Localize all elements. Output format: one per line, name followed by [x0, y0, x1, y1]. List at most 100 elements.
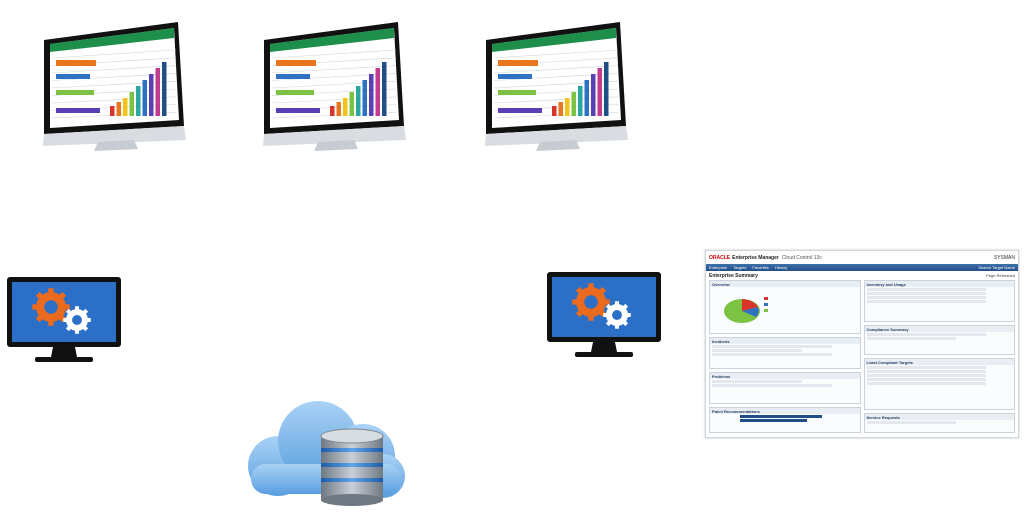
cell-block	[56, 60, 96, 66]
monitor-gear-icon	[547, 272, 661, 357]
chart-bar	[382, 62, 387, 116]
em-row	[712, 380, 802, 383]
gear-hole	[612, 310, 622, 320]
em-row	[712, 349, 802, 352]
em-body: Overview Incidents Problems	[706, 280, 1018, 433]
em-title: Enterprise Manager	[732, 254, 779, 261]
cell-block	[56, 108, 100, 113]
monitor-gear-icon	[7, 277, 121, 362]
gear-hole	[584, 295, 598, 309]
orange-gear-icon	[32, 288, 70, 326]
grid-line	[51, 49, 177, 59]
pie-chart-icon	[724, 297, 768, 323]
monitor-base	[575, 352, 633, 357]
desktop-computer-2	[258, 18, 408, 153]
em-panel-problems: Problems	[709, 372, 861, 404]
monitor-neck	[591, 342, 617, 352]
em-row	[866, 382, 987, 385]
monitor-stand	[314, 140, 358, 151]
chart-bar	[369, 74, 374, 116]
em-panel-header: Compliance Summary	[864, 326, 1014, 332]
em-row	[712, 384, 832, 387]
chart-bar	[155, 68, 160, 116]
grid-line	[271, 49, 397, 59]
em-panel-header: Problems	[710, 373, 860, 379]
monitor-stand	[536, 140, 580, 151]
cell-block	[498, 108, 542, 113]
chart-bar	[558, 102, 563, 116]
em-panel-overview: Overview	[709, 280, 861, 334]
cell-block	[56, 90, 94, 95]
grid-line	[493, 96, 619, 104]
cell-block	[276, 108, 320, 113]
em-row	[866, 300, 987, 303]
em-header: ORACLE Enterprise Manager Cloud Control …	[706, 251, 1018, 264]
em-brand: ORACLE	[709, 254, 731, 261]
chart-bar	[129, 92, 134, 116]
em-panel-compliance: Compliance Summary	[863, 325, 1015, 355]
em-panel-header: Least Compliant Targets	[864, 359, 1014, 365]
em-nav-item: Favorites	[752, 265, 769, 270]
chart-bar	[591, 74, 596, 116]
grid-line	[493, 49, 619, 59]
desktop-computer-1	[38, 18, 188, 153]
em-panel-header: Overview	[710, 281, 860, 287]
em-panel-header: Inventory and Usage	[864, 281, 1014, 287]
white-gear-icon	[63, 306, 91, 334]
chart-bar	[330, 106, 335, 116]
em-refresh: Page Refreshed	[986, 273, 1015, 278]
em-panel-inventory: Inventory and Usage	[863, 280, 1015, 322]
management-monitor-right	[545, 270, 663, 360]
chart-bar	[142, 80, 147, 116]
gear-hole	[72, 315, 82, 325]
cell-block	[276, 74, 310, 79]
em-bar	[740, 419, 808, 422]
em-row	[866, 378, 987, 381]
em-page-title: Enterprise Summary	[709, 272, 758, 279]
database-icon	[320, 428, 384, 506]
chart-bar	[136, 86, 141, 116]
cell-block	[498, 60, 538, 66]
spreadsheet-ribbon	[50, 28, 174, 52]
em-user: SYSMAN	[993, 254, 1015, 261]
grid-line	[493, 65, 619, 74]
chart-bar	[604, 62, 609, 116]
em-panel-header: Service Requests	[864, 414, 1014, 420]
em-panel-least-compliant: Least Compliant Targets	[863, 358, 1015, 410]
chart-bar	[356, 86, 361, 116]
grid-line	[51, 80, 177, 89]
spreadsheet-ribbon	[270, 28, 394, 52]
em-panel-header: Patch Recommendations	[710, 408, 860, 414]
desktop-spreadsheet-icon	[485, 22, 628, 151]
grid-line	[271, 73, 397, 81]
chart-bar	[343, 98, 348, 116]
em-panel-service-requests: Service Requests	[863, 413, 1015, 433]
chart-bar	[597, 68, 602, 116]
grid-line	[51, 96, 177, 104]
em-row	[866, 288, 987, 291]
cell-block	[276, 60, 316, 66]
chart-bar	[116, 102, 121, 116]
chart-bar	[552, 106, 557, 116]
grid-line	[271, 65, 397, 74]
cell-block	[56, 74, 90, 79]
em-row	[866, 333, 987, 336]
cloud-database-icon	[248, 401, 405, 506]
em-panel-patch: Patch Recommendations	[709, 407, 861, 433]
em-row	[866, 374, 987, 377]
cell-block	[276, 90, 314, 95]
grid-line	[493, 73, 619, 81]
monitor-chin	[43, 126, 186, 146]
cloud-database	[233, 396, 411, 508]
monitor-neck	[51, 347, 77, 357]
em-row	[866, 292, 987, 295]
em-row	[866, 296, 987, 299]
em-row	[866, 370, 987, 373]
em-nav-bar: Enterprise Targets Favorites History Sea…	[706, 264, 1018, 271]
chart-bar	[123, 98, 128, 116]
cell-block	[498, 90, 536, 95]
desktop-spreadsheet-icon	[43, 22, 186, 151]
grid-line	[493, 80, 619, 89]
em-nav-item: Targets	[733, 265, 747, 270]
gear-hole	[44, 300, 58, 314]
